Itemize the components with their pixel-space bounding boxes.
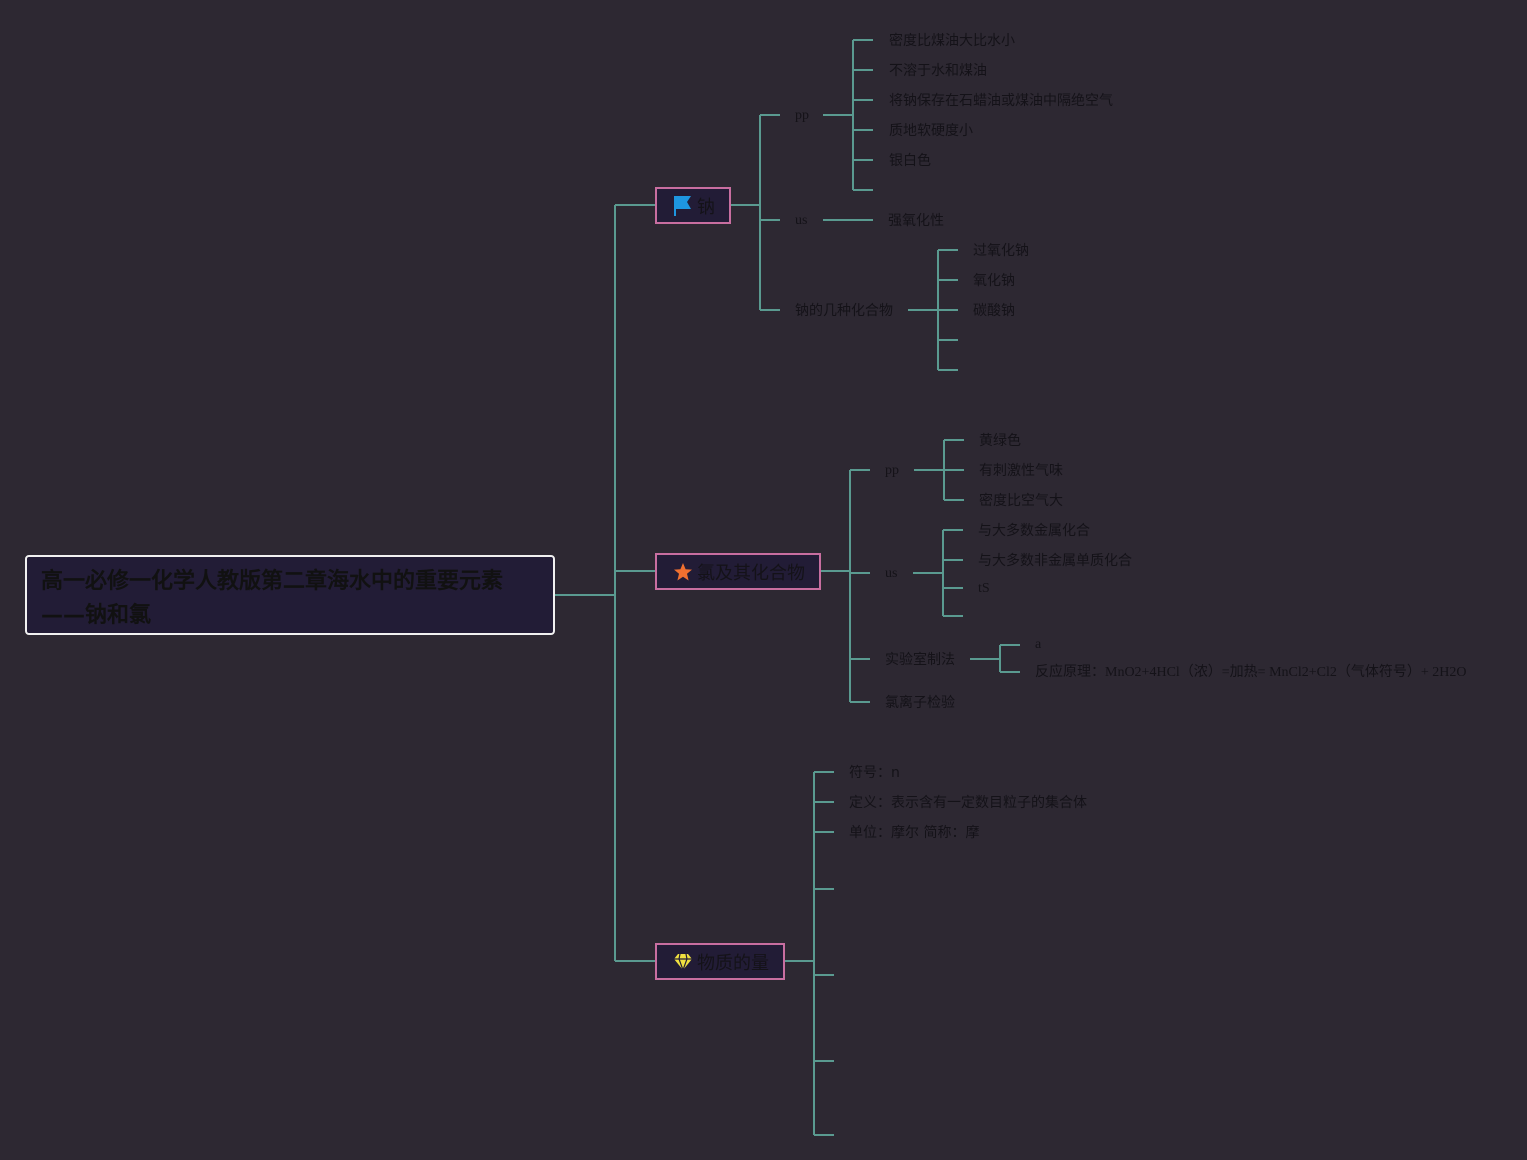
root-topic[interactable]: 高一必修一化学人教版第二章海水中的重要元素——钠和氯 <box>25 555 555 635</box>
list-item: 过氧化钠 <box>973 243 1029 259</box>
list-item: 质地软硬度小 <box>889 123 973 139</box>
branch-chlorine[interactable]: 氯及其化合物 <box>655 553 821 590</box>
chlorine-test-label: 氯离子检验 <box>885 695 955 711</box>
list-item: 碳酸钠 <box>973 303 1015 319</box>
list-item: 密度比空气大 <box>979 493 1063 509</box>
sodium-us-label: us <box>795 213 808 228</box>
list-item: 密度比煤油大比水小 <box>889 33 1015 49</box>
reaction-principle: 反应原理：MnO2+4HCl（浓）=加热= MnCl2+Cl2（气体符号）+ 2… <box>1035 665 1467 680</box>
list-item: 符号：n <box>849 765 900 781</box>
list-item: 单位：摩尔 简称：摩 <box>849 825 980 841</box>
chlorine-lab-label: 实验室制法 <box>885 652 955 668</box>
list-item: tS <box>978 581 990 596</box>
list-item: 氧化钠 <box>973 273 1015 289</box>
list-item: 与大多数金属化合 <box>978 523 1090 539</box>
chlorine-us-label: us <box>885 566 898 581</box>
list-item: 不溶于水和煤油 <box>889 63 987 79</box>
diamond-icon <box>673 953 693 971</box>
list-item: 有刺激性气味 <box>979 463 1063 479</box>
list-item: 与大多数非金属单质化合 <box>978 553 1132 569</box>
list-item: 银白色 <box>889 153 931 169</box>
sodium-compounds-label: 钠的几种化合物 <box>795 303 893 319</box>
branch-label: 钠 <box>697 196 715 218</box>
branch-label: 物质的量 <box>697 952 769 974</box>
list-item: 将钠保存在石蜡油或煤油中隔绝空气 <box>889 93 1113 109</box>
list-item: 强氧化性 <box>888 213 944 229</box>
list-item: 定义：表示含有一定数目粒子的集合体 <box>849 795 1087 811</box>
flag-icon <box>673 195 693 217</box>
list-item: a <box>1035 637 1042 652</box>
list-item: 黄绿色 <box>979 433 1021 449</box>
branch-amount[interactable]: 物质的量 <box>655 943 785 980</box>
sodium-pp-label: pp <box>795 108 809 123</box>
branch-label: 氯及其化合物 <box>697 562 805 584</box>
star-icon <box>673 562 693 582</box>
chlorine-pp-label: pp <box>885 463 899 478</box>
root-title: 高一必修一化学人教版第二章海水中的重要元素——钠和氯 <box>41 569 504 628</box>
branch-sodium[interactable]: 钠 <box>655 187 731 224</box>
